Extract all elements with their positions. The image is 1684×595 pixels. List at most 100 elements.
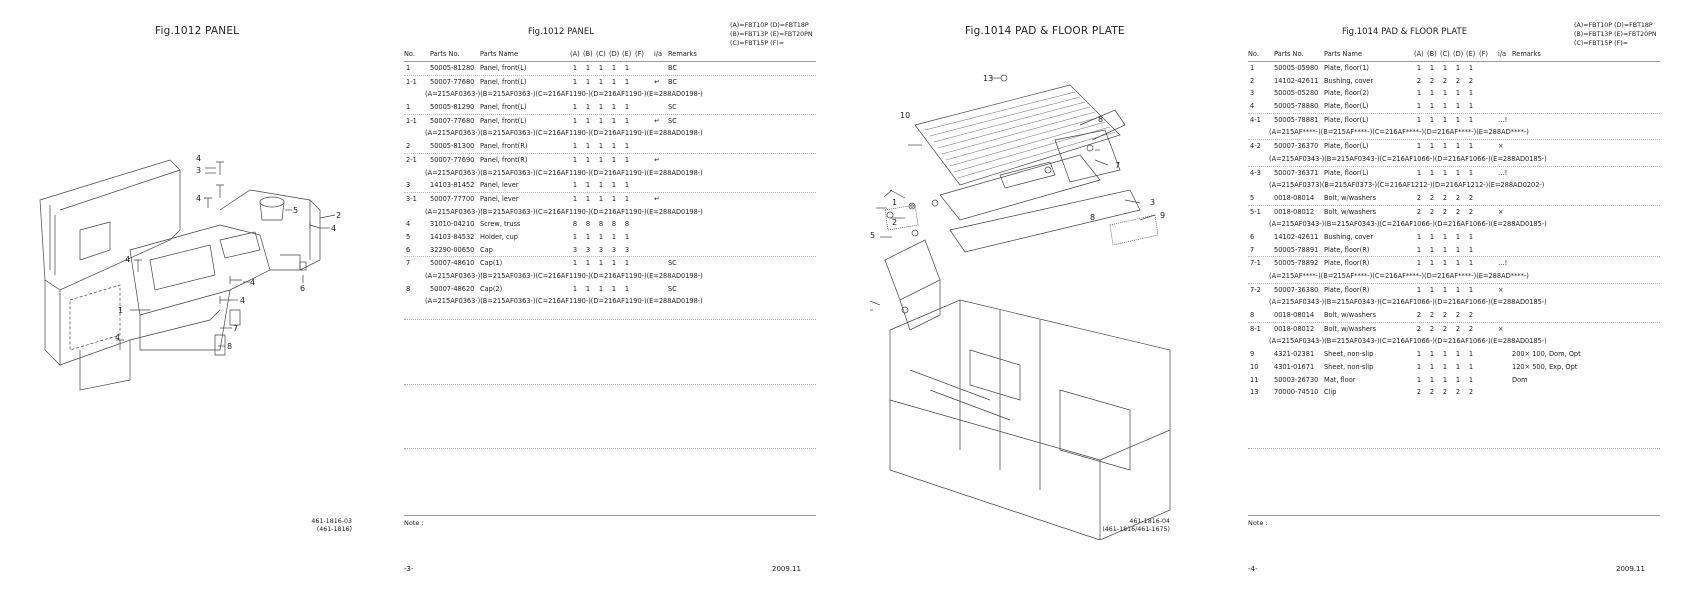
- quantity: 2: [1429, 207, 1435, 216]
- remarks: SC: [668, 259, 677, 268]
- quantity: 1: [572, 284, 578, 293]
- quantity: 1: [1416, 168, 1422, 177]
- callout-4d: 4: [250, 278, 255, 287]
- quantity: 2: [1455, 311, 1461, 320]
- quantity: 1: [611, 232, 617, 241]
- quantity: 1: [1442, 64, 1448, 72]
- quantity: 2: [1468, 76, 1474, 85]
- table-title-1012: Fig.1012 PANEL: [528, 27, 594, 37]
- quantity: 1: [611, 64, 617, 72]
- part-name: Holder, cup: [480, 232, 518, 241]
- part-name: Bushing, cover: [1324, 76, 1374, 85]
- quantity: 1: [1468, 142, 1474, 151]
- quantity: 2: [1416, 324, 1422, 333]
- page-number-left: -3-: [404, 565, 414, 573]
- quantity: 1: [1442, 375, 1448, 384]
- quantity: 1: [572, 155, 578, 164]
- column-header: Parts No.: [1274, 50, 1304, 58]
- part-number: 50007-36380: [1274, 285, 1319, 294]
- quantity: 1: [1442, 168, 1448, 177]
- floor-plate-exploded-diagram: 13 10 13 8 7 8 1 2 3 9 9 5 4 6: [870, 74, 1171, 540]
- callout-5: 5: [293, 206, 298, 215]
- part-number: 50007-77690: [430, 155, 475, 164]
- quantity: 2: [1455, 324, 1461, 333]
- quantity: 1: [1455, 64, 1461, 72]
- part-name: Sheet, non-slip: [1324, 362, 1374, 371]
- serial-code-row: (A=215AF0343-)(B=215AF0343-)(C=216AF1066…: [1248, 218, 1660, 231]
- quantity: 2: [1442, 388, 1448, 397]
- quantity: 1: [572, 142, 578, 151]
- part-name: Plate, floor(R): [1324, 285, 1370, 294]
- remarks: SC: [668, 103, 677, 112]
- quantity: 1: [1429, 115, 1435, 124]
- serial-code-text: (A=215AF0363-)(B=215AF0363-)(C=216AF1190…: [425, 272, 703, 280]
- callout-10: 9: [1160, 211, 1165, 220]
- doc-number-right: 461-1816-04 (461-1816/461-1675): [1102, 518, 1170, 533]
- serial-code-row: (A=215AF0363-)(B=215AF0363-)(C=216AF1190…: [404, 206, 816, 219]
- item-number: 7: [1250, 245, 1255, 254]
- quantity: 2: [1455, 76, 1461, 85]
- quantity: 1: [611, 103, 617, 112]
- quantity: 1: [598, 181, 604, 190]
- column-header: (D): [1453, 50, 1464, 58]
- date-left: 2009.11: [772, 565, 801, 573]
- part-number: 50005-81300: [430, 142, 475, 151]
- item-number: 3-1: [406, 194, 417, 203]
- column-header: (F): [635, 50, 644, 58]
- serial-code-text: (A=215AF****-)(B=215AF****-)(C=216AF****…: [1269, 272, 1529, 280]
- part-name: Mat, floor: [1324, 375, 1356, 384]
- blank-row-divider: [1248, 448, 1660, 449]
- quantity: 1: [624, 284, 630, 293]
- quantity: 1: [1429, 64, 1435, 72]
- quantity: 8: [572, 220, 578, 229]
- item-number: 7: [406, 259, 411, 268]
- part-number: 50007-48610: [430, 259, 475, 268]
- remarks: SC: [668, 284, 677, 293]
- callout-4a: 4: [196, 154, 201, 163]
- interchangeability-mark: …!: [1498, 115, 1508, 124]
- quantity: 1: [624, 155, 630, 164]
- interchangeability-mark: ↵: [654, 194, 660, 203]
- quantity: 2: [1468, 388, 1474, 397]
- interchangeability-mark: ×: [1498, 142, 1504, 151]
- item-number: 10: [1250, 362, 1259, 371]
- quantity: 2: [1468, 207, 1474, 216]
- quantity: 2: [1442, 193, 1448, 202]
- figure-title-1014: Fig.1014 PAD & FLOOR PLATE: [965, 25, 1125, 37]
- quantity: 1: [1442, 245, 1448, 254]
- part-number: 50005-81280: [430, 64, 475, 72]
- quantity: 2: [1442, 324, 1448, 333]
- column-header: (D): [609, 50, 620, 58]
- quantity: 1: [1455, 245, 1461, 254]
- quantity: 1: [572, 64, 578, 72]
- quantity: 2: [1416, 76, 1422, 85]
- quantity: 1: [1429, 362, 1435, 371]
- quantity: 1: [611, 181, 617, 190]
- part-number: 4301-01671: [1274, 362, 1315, 371]
- quantity: 1: [1429, 168, 1435, 177]
- quantity: 2: [1455, 193, 1461, 202]
- item-number: 8: [406, 284, 411, 293]
- quantity: 1: [598, 142, 604, 151]
- quantity: 1: [1468, 375, 1474, 384]
- quantity: 1: [1442, 142, 1448, 151]
- interchangeability-mark: ×: [1498, 324, 1504, 333]
- quantity: 1: [585, 155, 591, 164]
- quantity: 3: [598, 245, 604, 254]
- quantity: 1: [1429, 259, 1435, 268]
- remarks: 120× 500, Exp, Opt: [1512, 362, 1578, 371]
- part-name: Plate, floor(L): [1324, 115, 1369, 124]
- interchangeability-mark: ↵: [654, 116, 660, 125]
- quantity: 2: [1429, 324, 1435, 333]
- part-number: 70000-74510: [1274, 388, 1319, 397]
- quantity: 1: [1455, 89, 1461, 98]
- quantity: 1: [1455, 375, 1461, 384]
- serial-code-row: (A=215AF0363-)(B=215AF0363-)(C=216AF1190…: [404, 88, 816, 101]
- column-header: (E): [1466, 50, 1476, 58]
- column-header: (A): [570, 50, 580, 58]
